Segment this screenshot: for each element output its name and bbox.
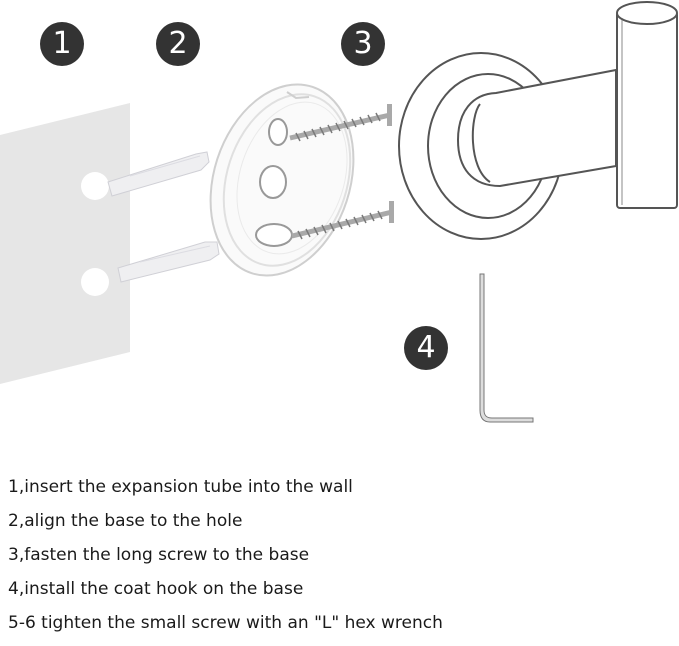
- diagram-illustration: [0, 1, 678, 423]
- screw-lower: [291, 201, 394, 240]
- instruction-list: 1,insert the expansion tube into the wal…: [8, 476, 443, 646]
- step-badge-1: 1: [40, 22, 84, 66]
- wall-hole-upper: [81, 172, 109, 200]
- instruction-step-1: 1,insert the expansion tube into the wal…: [8, 477, 353, 497]
- instruction-step-5: 5-6 tighten the small screw with an "L" …: [8, 613, 443, 633]
- base-plate: [209, 83, 355, 277]
- instruction-step-4: 4,install the coat hook on the base: [8, 579, 304, 599]
- instruction-step-3: 3,fasten the long screw to the base: [8, 545, 310, 565]
- wall-panel: [0, 103, 130, 384]
- hex-wrench: [479, 273, 534, 423]
- step-badge-2: 2: [156, 22, 200, 66]
- expansion-tube-lower: [117, 241, 220, 283]
- step-badge-3: 3: [341, 22, 385, 66]
- installation-diagram: 1 2 3 4: [0, 1, 678, 423]
- wall-hole-lower: [81, 268, 109, 296]
- step-badge-4: 4: [404, 326, 448, 370]
- coat-hook: [398, 1, 678, 240]
- expansion-tube-upper: [107, 151, 210, 197]
- screw-upper: [289, 104, 392, 142]
- instruction-step-2: 2,align the base to the hole: [8, 511, 243, 531]
